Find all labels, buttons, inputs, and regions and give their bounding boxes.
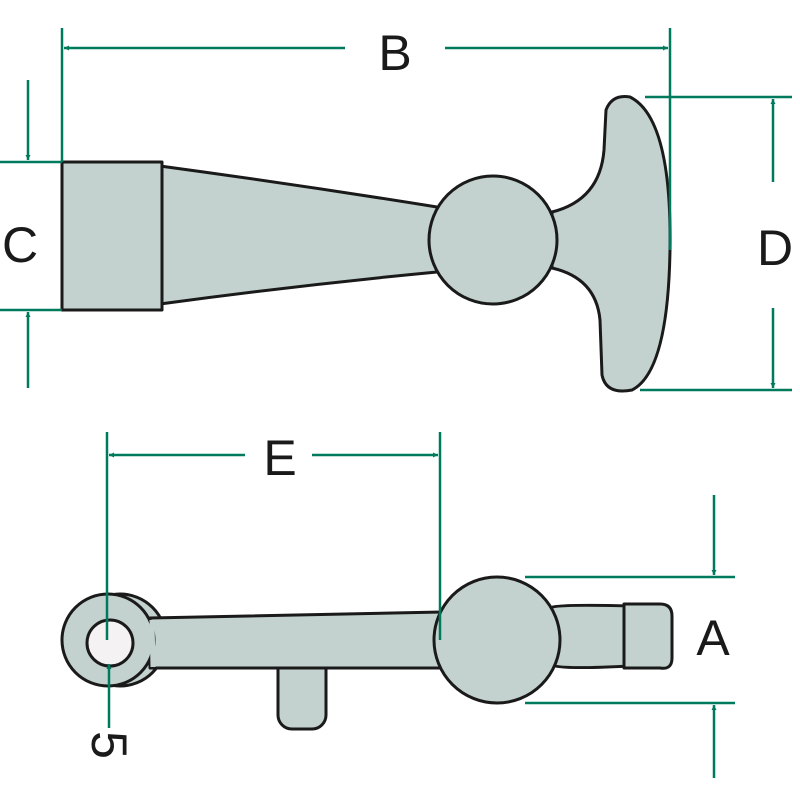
bumper-cap [622, 602, 674, 670]
tapered-arm [158, 164, 439, 306]
label-b: B [378, 25, 411, 81]
straight-arm [148, 610, 444, 670]
label-e: E [263, 430, 296, 486]
label-d: D [757, 220, 793, 276]
label-a: A [696, 610, 730, 666]
ball-joint-top [432, 575, 562, 705]
dimension-hole: 5 [81, 664, 137, 759]
dimension-a: A [525, 495, 735, 778]
dimension-c: C [0, 80, 62, 388]
label-hole-diameter: 5 [81, 731, 137, 759]
side-view [60, 95, 672, 393]
wall-base [60, 160, 164, 312]
dimension-b: B [60, 25, 672, 250]
top-view [60, 575, 674, 731]
rubber-bumper [550, 95, 672, 393]
dimension-e: E [105, 430, 442, 640]
mounting-hole [85, 618, 135, 668]
dimension-d: D [640, 95, 793, 392]
label-c: C [2, 217, 38, 273]
ball-joint [427, 174, 559, 306]
